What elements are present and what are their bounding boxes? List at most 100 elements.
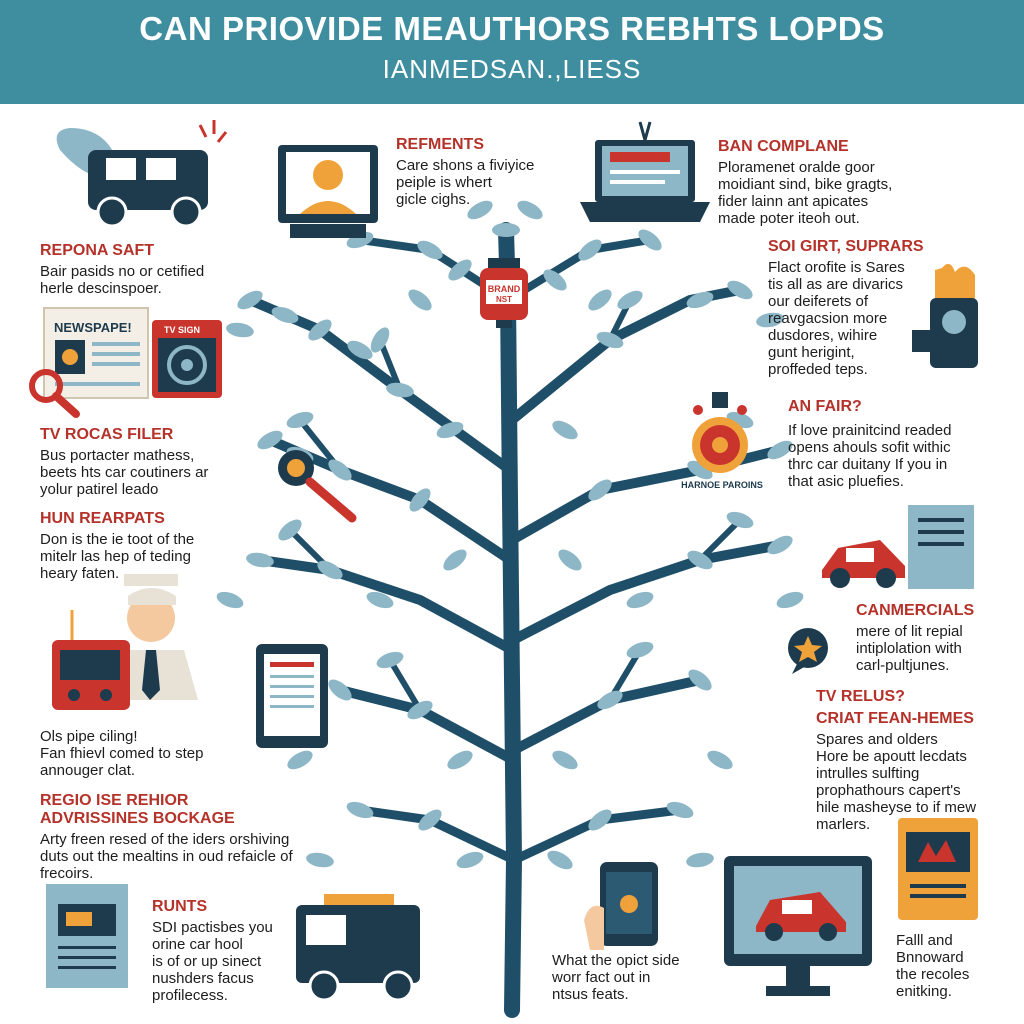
leaf-shape: [376, 651, 404, 669]
leaf-shape: [418, 809, 442, 831]
leaf-shape: [456, 851, 484, 869]
leaf-shape: [686, 291, 714, 309]
body-line: Flact orofite is Sares: [768, 259, 905, 276]
newspaper-label: NEWSPAPE!: [54, 320, 132, 335]
section-body: SDI pactisbes you orine car hool is of o…: [152, 919, 273, 1004]
magnifier-icon: [278, 450, 357, 523]
section-tv-relus: TV RELUS? CRIAT FEAN-HEMES Spares and ol…: [816, 688, 976, 833]
body-line: ntsus feats.: [552, 986, 629, 1003]
leaf-shape: [588, 479, 612, 501]
body-line: mitelr las hep of teding: [40, 548, 191, 565]
body-line: intiplolation with: [856, 640, 962, 657]
leaf-shape: [436, 421, 464, 439]
leaf-shape: [727, 280, 753, 300]
body-line: Arty freen resed of the iders orshiving: [40, 831, 290, 848]
body-line: gicle cighs.: [396, 191, 471, 208]
body-line: hile masheyse to if mew: [816, 799, 977, 816]
body-line: gunt herigint,: [768, 344, 855, 361]
laptop-person-icon: [278, 145, 378, 238]
section-hun-rearpats: HUN REARPATS Don is the ie toot of the m…: [40, 510, 194, 582]
body-line: Care shons a fiviyice: [396, 157, 535, 174]
leaf-shape: [417, 240, 443, 260]
section-heading: HUN REARPATS: [40, 510, 165, 527]
leaf-shape: [776, 591, 804, 609]
leaf-shape: [596, 331, 624, 349]
section-ban-complane: BAN COMPLANE Ploramenet oralde goor moid…: [718, 138, 892, 227]
section-heading: BAN COMPLANE: [718, 138, 849, 155]
section-heading: CANMERCIALS: [856, 602, 975, 619]
leaf-shape: [552, 420, 578, 440]
body-line: Ols pipe ciling!: [40, 728, 138, 745]
leaf-shape: [286, 411, 314, 429]
body-line: Bus portacter mathess,: [40, 447, 195, 464]
festival-badge-icon: [692, 392, 748, 473]
leaf-shape: [666, 801, 694, 819]
body-line: orine car hool: [152, 936, 243, 953]
body-line: Fan fhievl comed to step: [40, 745, 204, 762]
leaf-shape: [278, 519, 302, 541]
leaf-shape: [443, 549, 467, 571]
body-line: worr fact out in: [552, 969, 651, 986]
leaf-shape: [626, 591, 654, 609]
section-heading: TV ROCAS FILER: [40, 426, 174, 443]
brand-lantern-icon: [480, 258, 528, 328]
body-line: marlers.: [816, 816, 871, 833]
section-body: Spares and olders Hore be apoutt lecdats…: [816, 731, 976, 833]
leaf-shape: [287, 750, 313, 770]
body-line: fider lainn ant apicates: [718, 193, 869, 210]
body-line: Bair pasids no or cetified: [40, 263, 205, 280]
body-line: made poter iteoh out.: [718, 210, 860, 227]
star-bubble-icon: [788, 628, 828, 674]
leaf-shape: [328, 679, 352, 701]
body-line: is of or up sinect: [152, 953, 262, 970]
leaf-shape: [626, 641, 654, 659]
body-line: prophathours capert's: [816, 782, 961, 799]
leaf-shape: [271, 306, 299, 324]
leaf-shape: [409, 488, 431, 512]
section-heading-2: CRIAT FEAN-HEMES: [816, 710, 974, 727]
leaf-shape: [543, 269, 567, 291]
tv-sign-icon: [152, 320, 222, 398]
leaf-shape: [707, 750, 733, 770]
leaf-shape: [226, 322, 254, 338]
body-line: moidiant sind, bike gragts,: [718, 176, 893, 193]
section-runts: RUNTS SDI pactisbes you orine car hool i…: [152, 898, 273, 1004]
brand-label: BRAND: [488, 284, 521, 294]
section-repona-saft: REPONA SAFT Bair pasids no or cetified h…: [40, 242, 204, 297]
body-line: that asic pluefies.: [788, 473, 904, 490]
body-line: heary faten.: [40, 565, 120, 582]
leaf-shape: [347, 340, 373, 360]
leaf-shape: [687, 460, 713, 480]
leaf-shape: [246, 552, 274, 568]
body-line: carl-pultjunes.: [856, 657, 950, 674]
section-ols-pipe: Ols pipe ciling! Fan fhievl comed to ste…: [40, 728, 203, 779]
leaf-shape: [447, 750, 473, 770]
leaf-shape: [686, 852, 714, 868]
body-line: Ploramenet oralde goor: [718, 159, 875, 176]
section-heading: REGIO ISE REHIOR: [40, 792, 189, 809]
hand-gadget-icon: [912, 263, 978, 368]
section-heading: RUNTS: [152, 898, 208, 915]
body-line: proffeded teps.: [768, 361, 868, 378]
body-line: our deiferets of: [768, 293, 869, 310]
leaf-shape: [366, 591, 394, 609]
leaf-shape: [547, 850, 573, 870]
orange-book-icon: [898, 818, 978, 920]
leaf-shape: [597, 690, 623, 710]
suv-car-icon: [56, 120, 228, 228]
leaf-shape: [558, 549, 582, 571]
body-line: frecoirs.: [40, 865, 94, 882]
body-line: opens ahouls sofit withic: [788, 439, 951, 456]
book-icon: [46, 884, 128, 988]
body-line: thrc car duitany If you in: [788, 456, 948, 473]
section-soi-girt: SOI GIRT, SUPRARS Flact orofite is Sares…: [768, 238, 924, 378]
section-body: Don is the ie toot of the mitelr las hep…: [40, 531, 194, 582]
leaf-shape: [306, 852, 334, 868]
body-line: reavgacsion more: [768, 310, 888, 327]
section-body: Ploramenet oralde goor moidiant sind, bi…: [718, 159, 892, 227]
body-line: If love prainitcind readed: [788, 422, 952, 439]
badge-label: HARNOE PAROINS: [681, 480, 763, 490]
body-line: Hore be apoutt lecdats: [816, 748, 967, 765]
section-heading: REPONA SAFT: [40, 242, 155, 259]
